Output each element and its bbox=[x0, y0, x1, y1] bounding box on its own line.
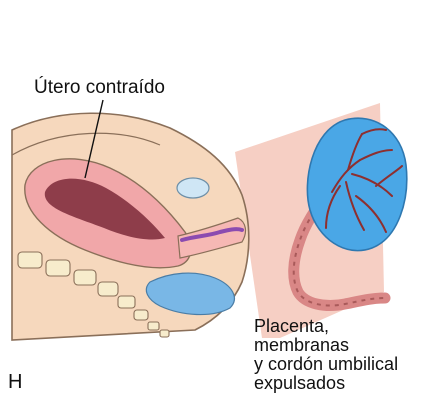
uterus-label: Útero contraído bbox=[34, 78, 165, 98]
expelled-line-3: y cordón umbilical bbox=[254, 355, 422, 374]
panel-letter: H bbox=[8, 372, 22, 393]
placenta bbox=[307, 118, 406, 250]
bladder bbox=[177, 178, 209, 198]
expelled-label: Placenta, membranas y cordón umbilical e… bbox=[254, 317, 422, 393]
expelled-line-1: Placenta, bbox=[254, 317, 422, 336]
expelled-line-4: expulsados bbox=[254, 374, 422, 393]
expelled-line-2: membranas bbox=[254, 336, 422, 355]
